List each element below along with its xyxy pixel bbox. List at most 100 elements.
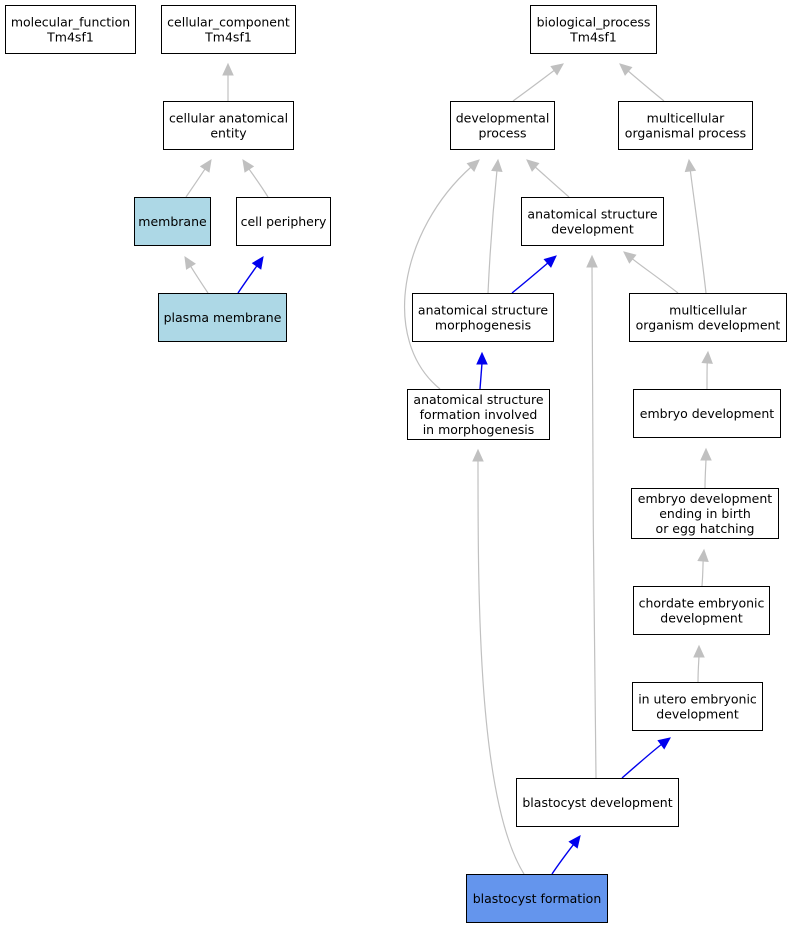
node-box [450, 101, 555, 150]
node-label: formation involved [420, 407, 538, 422]
node-label: morphogenesis [435, 318, 531, 333]
node-box [407, 389, 550, 440]
edge-asf-dp [403, 166, 472, 390]
arrowhead-dp-bp [550, 63, 564, 76]
arrowhead-asf-dp [466, 159, 480, 172]
node-label: Tm4sf1 [204, 30, 252, 45]
node-label: process [478, 126, 526, 141]
node-label: cellular anatomical [169, 111, 288, 126]
node-box [134, 197, 211, 246]
node-label: in morphogenesis [423, 422, 535, 437]
node-box [629, 293, 787, 342]
edge-asf-asm [479, 362, 483, 390]
node-label: anatomical structure [527, 207, 657, 222]
arrowhead-bf-bd [568, 835, 581, 849]
arrowhead-bf-asf [472, 448, 484, 462]
arrowhead-ced-edb [697, 548, 709, 562]
node-box [633, 389, 781, 438]
node-box [163, 101, 294, 150]
node-label: development [551, 222, 634, 237]
edges-layer [184, 62, 713, 875]
arrowhead-mod-mop [684, 158, 697, 173]
node-cp[interactable]: cell periphery [236, 197, 331, 246]
node-label: cellular_component [167, 15, 290, 30]
edge-asd-dp [534, 166, 570, 198]
node-label: development [656, 707, 739, 722]
node-ed[interactable]: embryo development [633, 389, 781, 438]
node-box [633, 586, 770, 635]
node-box [5, 5, 136, 54]
edge-mem-cae [185, 167, 206, 198]
node-label: ending in birth [659, 506, 751, 521]
node-bf[interactable]: blastocyst formation [466, 874, 608, 923]
arrowhead-mop-bp [619, 63, 633, 76]
arrowhead-asm-asd [543, 255, 557, 268]
node-box [632, 682, 763, 731]
node-pm[interactable]: plasma membrane [158, 293, 287, 342]
edge-ced-edb [701, 559, 704, 587]
node-box [236, 197, 331, 246]
edge-bd-asd [591, 265, 597, 779]
node-label: anatomical structure [413, 392, 543, 407]
node-box [618, 101, 753, 150]
edge-asm-dp [487, 169, 498, 294]
edge-bd-iued [621, 743, 663, 779]
edge-bf-asf [477, 459, 525, 875]
node-box [530, 5, 657, 54]
node-bd[interactable]: blastocyst development [516, 778, 679, 827]
node-box [516, 778, 679, 827]
arrowhead-asf-asm [476, 351, 488, 365]
node-box [466, 874, 608, 923]
arrowhead-ed-mod [701, 350, 713, 364]
node-label: anatomical structure [418, 303, 548, 318]
node-label: multicellular [647, 111, 726, 126]
edge-pm-cp [237, 264, 258, 294]
node-label: biological_process [537, 15, 651, 30]
node-label: or egg hatching [656, 521, 755, 536]
node-label: in utero embryonic [638, 692, 757, 707]
arrowhead-mem-cae [199, 158, 212, 173]
node-mem[interactable]: membrane [134, 197, 211, 246]
arrowhead-iued-ced [693, 644, 705, 658]
edge-cp-cae [248, 167, 269, 198]
node-box [631, 488, 779, 539]
edge-mod-mop [689, 169, 707, 294]
edge-iued-ced [697, 655, 700, 683]
node-label: Tm4sf1 [46, 30, 94, 45]
node-label: blastocyst formation [473, 891, 602, 906]
arrowhead-bd-iued [657, 737, 671, 750]
edge-mod-asd [631, 257, 679, 294]
node-label: molecular_function [11, 15, 130, 30]
node-label: developmental [456, 111, 550, 126]
node-label: plasma membrane [164, 310, 282, 325]
arrowhead-pm-mem [184, 255, 196, 270]
node-box [412, 293, 554, 342]
node-box [158, 293, 287, 342]
arrowhead-cae-cc [222, 62, 234, 76]
arrowhead-edb-ed [700, 447, 712, 461]
edge-mop-bp [627, 70, 665, 102]
arrowhead-cp-cae [242, 158, 255, 173]
arrowhead-bd-asd [586, 254, 598, 268]
arrowhead-mod-asd [623, 251, 637, 264]
node-label: cell periphery [241, 214, 327, 229]
arrowhead-pm-cp [251, 256, 264, 270]
node-box [521, 197, 664, 246]
nodes-layer: molecular_functionTm4sf1cellular_compone… [5, 5, 787, 923]
node-box [161, 5, 296, 54]
node-label: development [660, 611, 743, 626]
node-label: organism development [636, 318, 781, 333]
